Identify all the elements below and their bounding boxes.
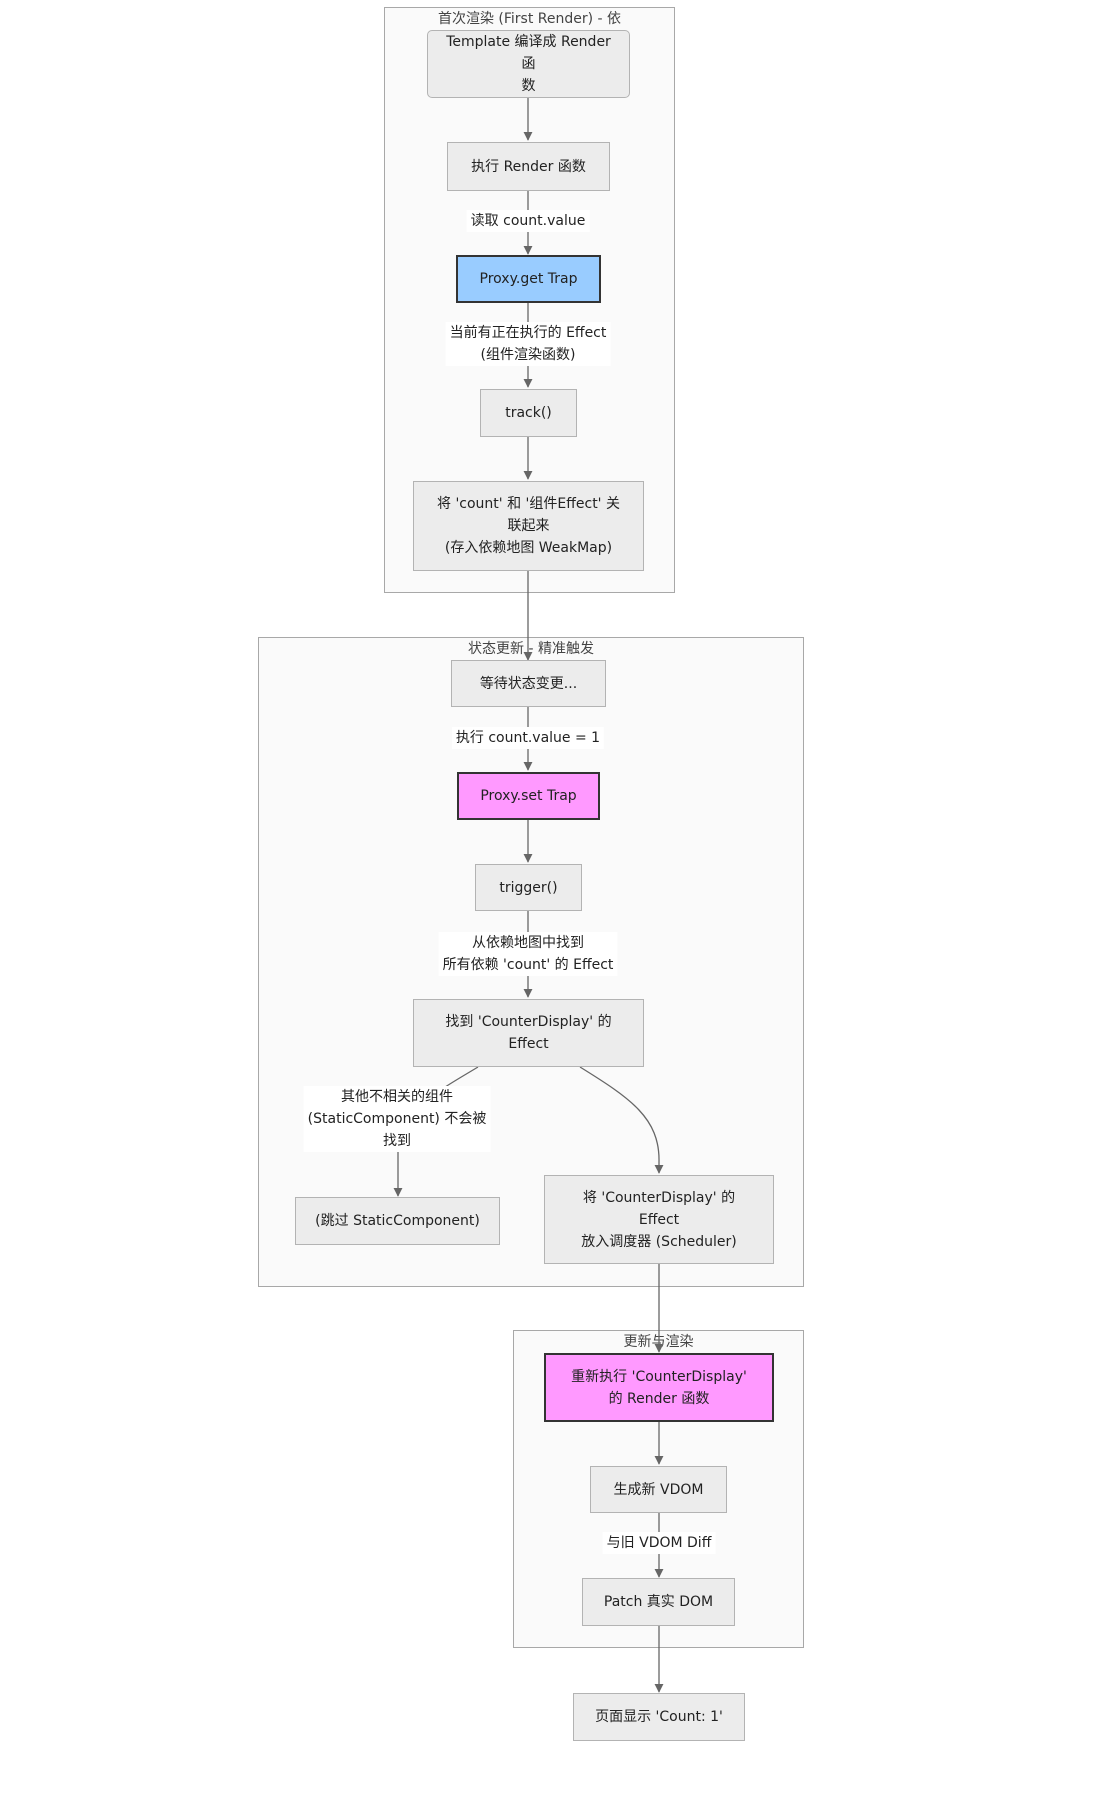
edge-label-current-effect: 当前有正在执行的 Effect (组件渲染函数) (445, 322, 611, 366)
node-trigger: trigger() (475, 864, 582, 911)
node-skip-static-component: (跳过 StaticComponent) (295, 1197, 500, 1245)
edge-find-to-schedule (579, 1066, 664, 1174)
edge-label-diff: 与旧 VDOM Diff (602, 1532, 716, 1554)
node-find-effect: 找到 'CounterDisplay' 的 Effect (413, 999, 644, 1067)
node-wait-state-change: 等待状态变更... (451, 660, 606, 707)
node-patch-dom: Patch 真实 DOM (582, 1578, 735, 1626)
cluster-title-first-render: 首次渲染 (First Render) - 依 (437, 11, 622, 27)
node-exec-render: 执行 Render 函数 (447, 142, 610, 191)
edge-label-others-not-found: 其他不相关的组件 (StaticComponent) 不会被 找到 (303, 1086, 491, 1152)
node-schedule-effect: 将 'CounterDisplay' 的 Effect 放入调度器 (Sched… (544, 1175, 774, 1264)
node-rerun-render: 重新执行 'CounterDisplay' 的 Render 函数 (544, 1353, 774, 1422)
node-proxy-set-trap: Proxy.set Trap (457, 772, 600, 820)
node-page-display: 页面显示 'Count: 1' (573, 1693, 745, 1741)
node-compile-template: Template 编译成 Render 函 数 (427, 30, 630, 98)
edge-label-set-count: 执行 count.value = 1 (451, 727, 605, 749)
node-new-vdom: 生成新 VDOM (590, 1466, 727, 1513)
edge-label-find-deps: 从依赖地图中找到 所有依赖 'count' 的 Effect (438, 932, 618, 976)
edge-label-read-count: 读取 count.value (466, 210, 590, 232)
cluster-title-state-update: 状态更新 - 精准触发 (468, 641, 594, 657)
node-proxy-get-trap: Proxy.get Trap (456, 255, 601, 303)
node-track: track() (480, 389, 577, 437)
node-link-count-effect: 将 'count' 和 '组件Effect' 关 联起来 (存入依赖地图 Wea… (413, 481, 644, 571)
